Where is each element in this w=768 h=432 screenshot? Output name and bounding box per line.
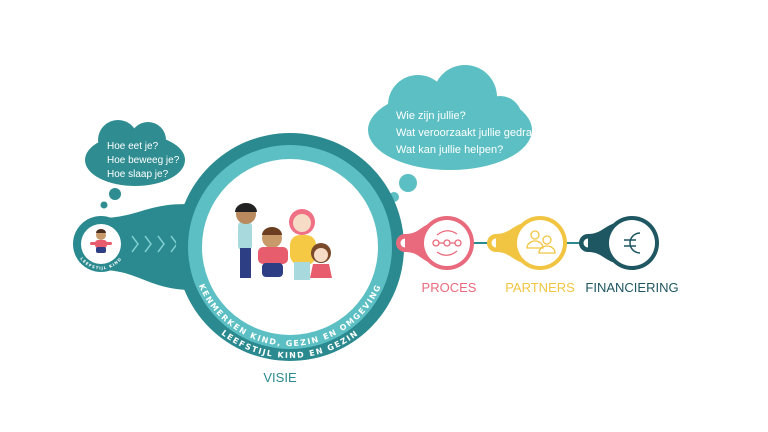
process-cycle-icon [432, 230, 462, 256]
family-illustration [235, 203, 332, 280]
left-cloud-line: Hoe slaap je? [107, 169, 169, 180]
step-label: PARTNERS [505, 280, 575, 295]
step-label: FINANCIERING [585, 280, 678, 295]
left-cloud-line: Hoe beweeg je? [107, 155, 180, 166]
vision-label: VISIE [263, 370, 297, 385]
right-cloud-line: Wie zijn jullie? [396, 110, 466, 122]
right-cloud-line: Wat kan jullie helpen? [396, 144, 503, 156]
chevron-arrows [131, 235, 178, 253]
step-proces[interactable]: PROCES [396, 216, 477, 295]
right-cloud-line: Wat veroorzaakt jullie gedrag? [396, 127, 544, 139]
child-figure-icon [90, 229, 112, 253]
step-partners[interactable]: PARTNERS [487, 216, 575, 295]
main-vision-circle: KENMERKEN KIND, GEZIN EN OMGEVING LEEFST… [176, 133, 404, 361]
step-label: PROCES [422, 280, 477, 295]
right-thought-cloud: Wie zijn jullie? Wat veroorzaakt jullie … [368, 65, 544, 202]
left-cloud-line: Hoe eet je? [107, 141, 159, 152]
child-circle: LEEFSTIJL KIND [73, 216, 129, 272]
step-financiering[interactable]: FINANCIERING [579, 216, 679, 295]
people-icon [526, 230, 556, 254]
left-thought-cloud: Hoe eet je? Hoe beweeg je? Hoe slaap je? [85, 120, 185, 209]
euro-icon [624, 232, 641, 254]
